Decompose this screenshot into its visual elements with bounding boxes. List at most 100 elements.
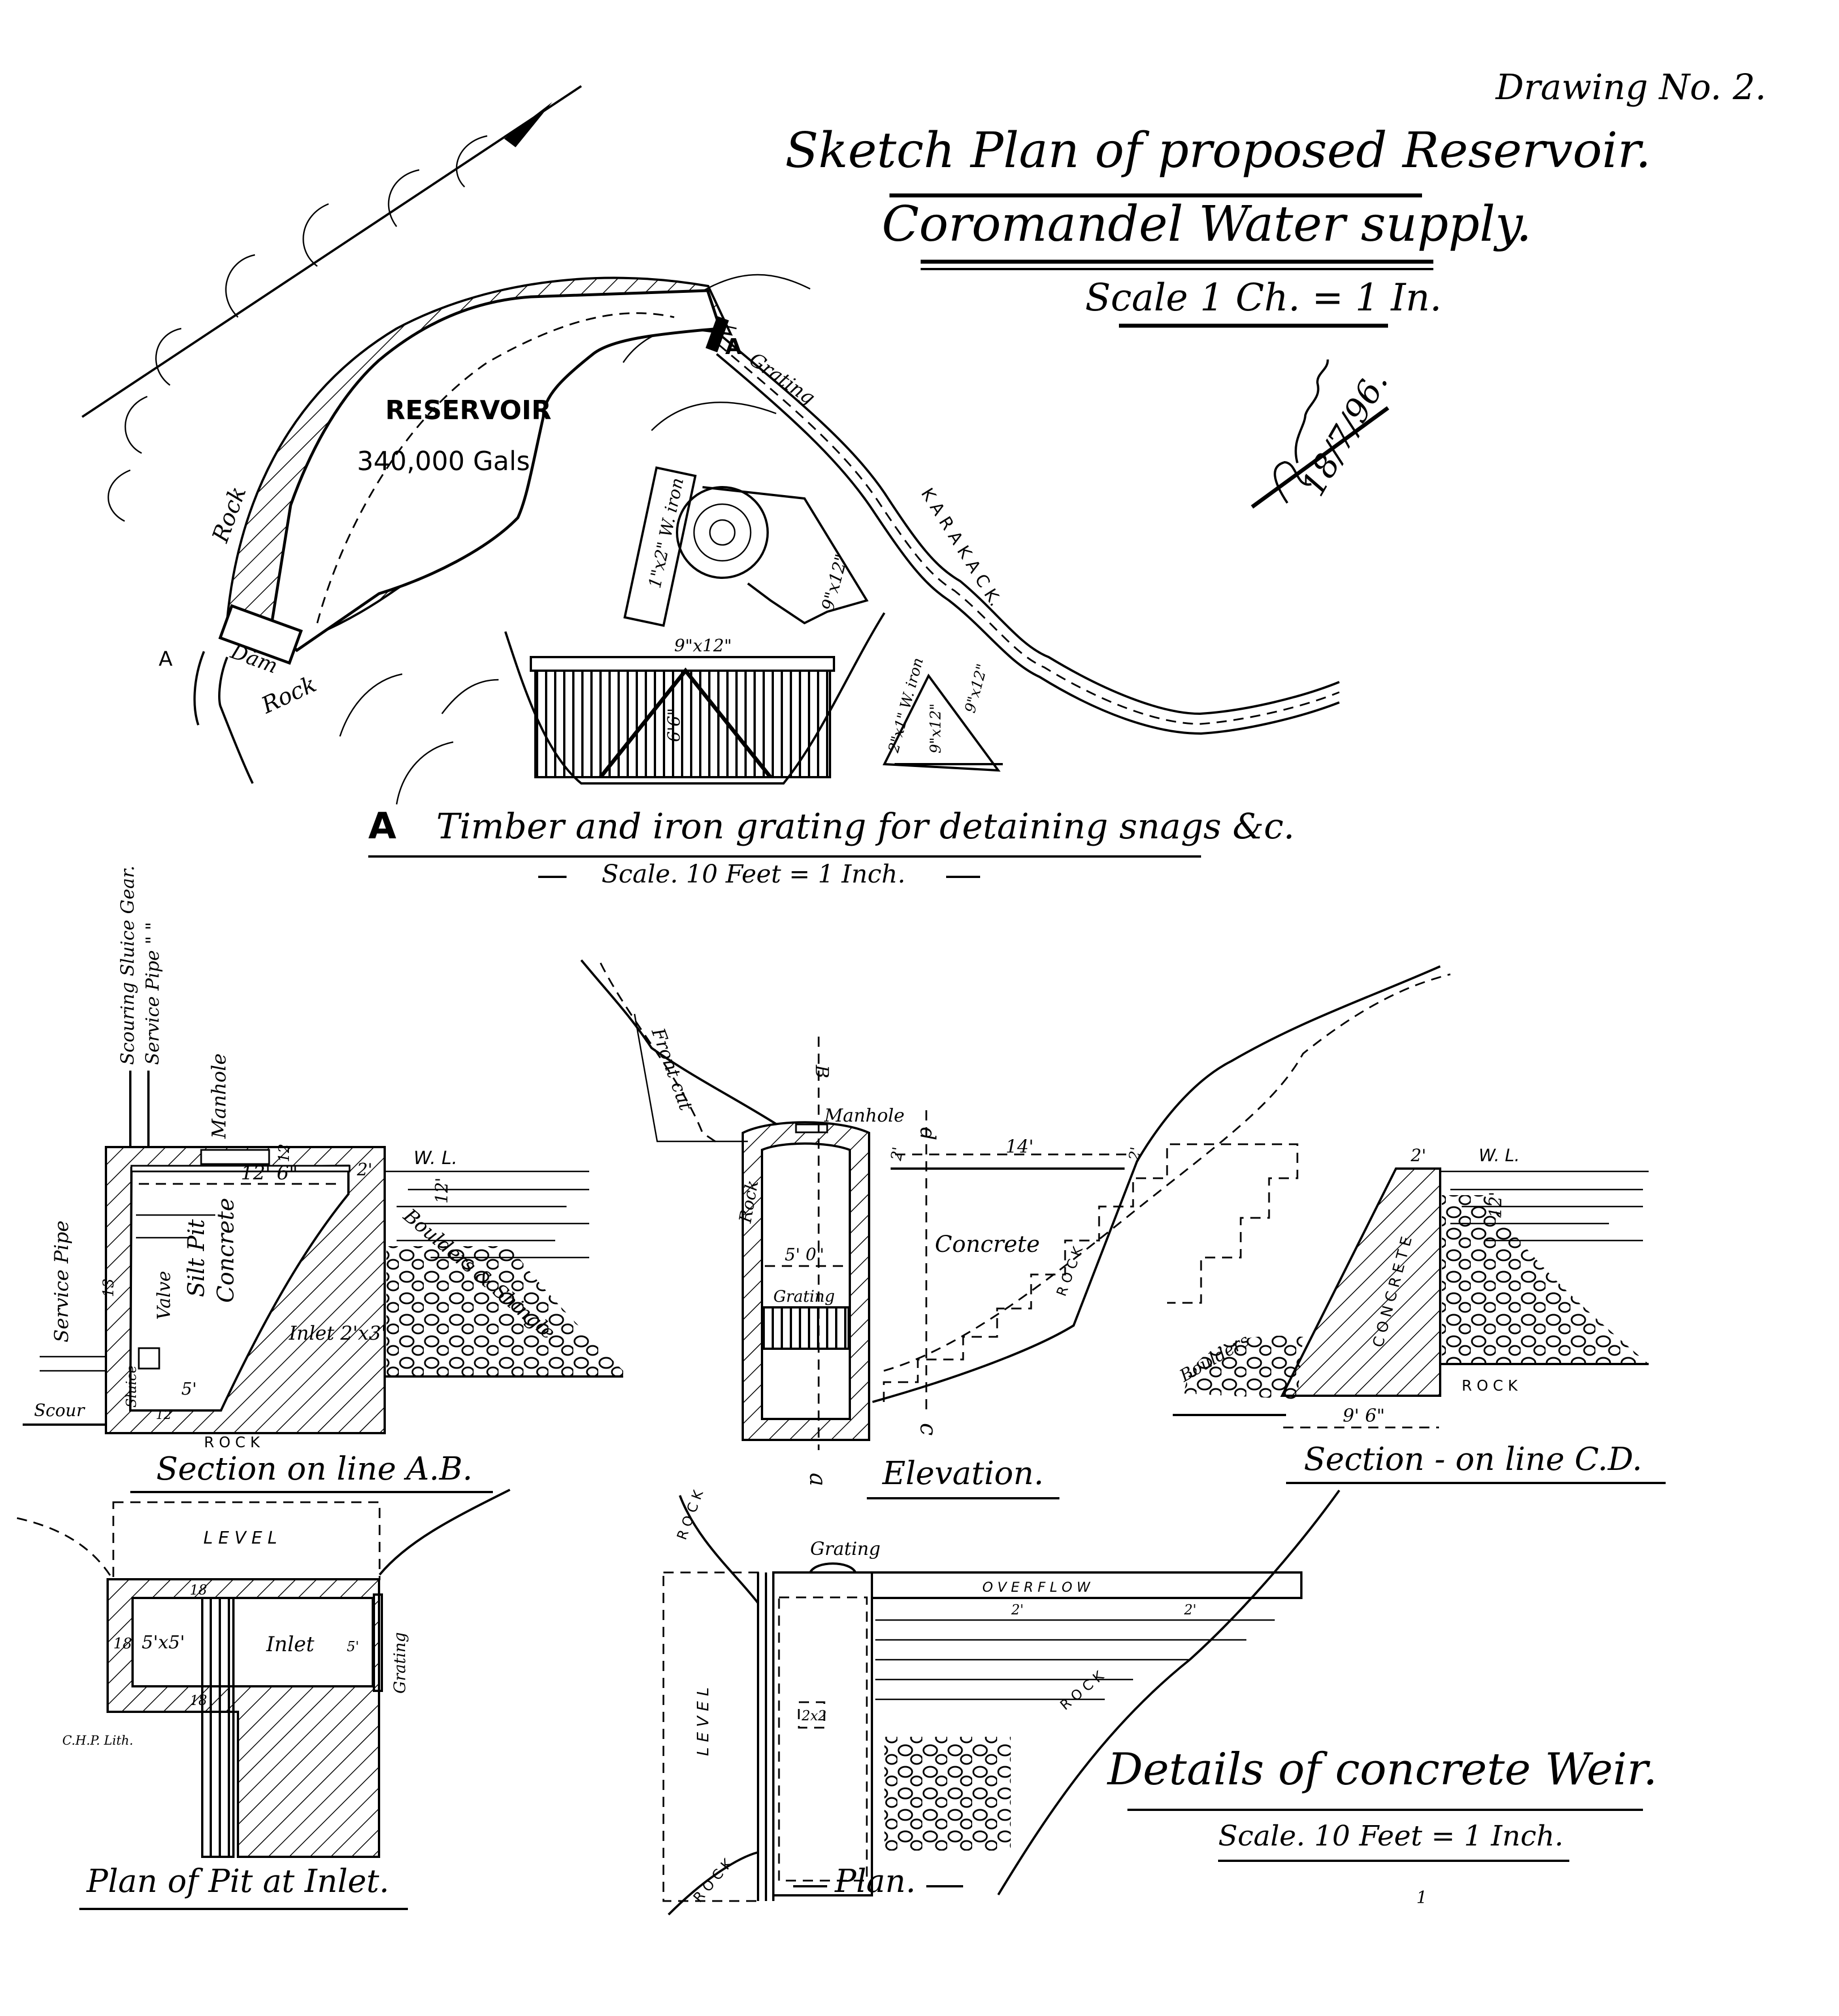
scour-label: Scour bbox=[34, 1401, 86, 1421]
iron-bar-plank bbox=[623, 466, 697, 627]
outlet-stream bbox=[193, 651, 254, 784]
lithographer-credit: C.H.P. Lith. bbox=[62, 1734, 133, 1748]
silt-pit-concrete-walls bbox=[105, 1146, 386, 1434]
reservoir-old-bank-dashed bbox=[316, 312, 675, 624]
dam bbox=[218, 604, 303, 665]
grating-marker: A bbox=[725, 334, 742, 359]
elevation-grating-label: Grating bbox=[773, 1287, 835, 1306]
crest-length-14: 14' bbox=[1006, 1136, 1034, 1157]
strut-size-a: 9"x12" bbox=[927, 704, 944, 753]
grating-detail: 9"x12" 6'6" 1"x2" W. iron 9"x12" 2"x1" W… bbox=[368, 466, 1295, 889]
weir-details-heading: Details of concrete Weir. bbox=[1106, 1744, 1658, 1795]
right-hillside bbox=[872, 965, 1441, 1403]
concrete-steps-dashed bbox=[883, 1143, 1299, 1402]
front-cut-outline bbox=[633, 1013, 748, 1143]
cd-water-level: W. L. bbox=[1479, 1146, 1520, 1166]
cd-water-lines bbox=[1440, 1170, 1649, 1242]
overflow-dim-2a: 2' bbox=[1011, 1602, 1024, 1618]
section-cd: 2' W. L. 12' C O N C R E T E Boulders R … bbox=[1173, 1146, 1666, 1484]
creek-label: K A R A K A C K. bbox=[917, 485, 1005, 610]
pit-grating bbox=[373, 1593, 383, 1692]
weir-plan-water-lines bbox=[875, 1619, 1275, 1700]
weir-level-label: L E V E L bbox=[693, 1687, 712, 1756]
overflow-label: O V E R F L O W bbox=[982, 1579, 1091, 1595]
boundary-line bbox=[81, 85, 582, 418]
pit-level-label: L E V E L bbox=[203, 1528, 277, 1548]
grating-detail-caption: Timber and iron grating for detaining sn… bbox=[436, 805, 1295, 847]
grating-location-marker bbox=[705, 316, 729, 352]
rock-outcrop-edge bbox=[378, 1489, 510, 1576]
creek-centreline bbox=[718, 343, 1340, 725]
manhole-cover bbox=[795, 1123, 828, 1133]
rock-label-lower: Rock bbox=[257, 671, 321, 719]
base-width-5: 5' bbox=[181, 1379, 197, 1399]
inlet-label: Inlet 2'x3' bbox=[288, 1322, 386, 1345]
rock-bottom-label: R O C K bbox=[690, 1855, 736, 1906]
page-number: 1 bbox=[1416, 1888, 1427, 1908]
section-mark-b: B bbox=[811, 1064, 833, 1079]
left-wall-18: 18 bbox=[113, 1635, 132, 1652]
weir-concrete-section bbox=[1280, 1167, 1441, 1397]
water-level-label: W. L. bbox=[414, 1147, 457, 1169]
wall-dim-13: 13 bbox=[100, 1278, 117, 1297]
timber-core bbox=[709, 519, 736, 546]
section-mark-d: d bbox=[916, 1127, 939, 1140]
section-ab: Scouring Sluice Gear. Service Pipe " " M… bbox=[23, 866, 629, 1493]
base-dim-12: 12 bbox=[156, 1408, 172, 1422]
cd-rock-label: R O C K bbox=[1462, 1378, 1518, 1395]
signature-date: 18/7/96. bbox=[1293, 364, 1395, 502]
roof-slab-soffit bbox=[130, 1165, 351, 1173]
plan-grating-arc bbox=[809, 1562, 857, 1574]
plan-scale: Scale 1 Ch. = 1 In. bbox=[1085, 276, 1441, 319]
cross-braces bbox=[599, 667, 772, 779]
weir-rock-slope bbox=[997, 1489, 1340, 1896]
pit-walls-plan bbox=[107, 1578, 380, 1858]
scouring-gear-label: Scouring Sluice Gear. bbox=[117, 866, 138, 1065]
elevation-rock-label: R O C K bbox=[1053, 1244, 1086, 1298]
inlet-shaft-walls bbox=[742, 1121, 870, 1441]
height-dimension: 6'6" bbox=[665, 708, 684, 742]
cd-water-depth: 12' bbox=[1486, 1192, 1506, 1218]
weir-plan-grating-label: Grating bbox=[810, 1538, 880, 1559]
karaka-creek-bank-north bbox=[719, 334, 1340, 715]
concrete-label: Concrete bbox=[935, 1231, 1040, 1258]
rock-label: R O C K bbox=[204, 1434, 260, 1451]
sluice-label: Sluice bbox=[124, 1365, 139, 1408]
strut-size-b: 9"x12" bbox=[962, 662, 991, 715]
pit-inlet-label: Inlet bbox=[266, 1633, 314, 1656]
crest-width: 2' bbox=[1410, 1146, 1426, 1166]
weir-plan-boulders bbox=[884, 1737, 1011, 1851]
timber-growth-ring bbox=[693, 503, 752, 562]
dim-2-left: 2' bbox=[888, 1146, 907, 1163]
elevation-manhole-label: Manhole bbox=[824, 1105, 905, 1126]
plan-of-pit: L E V E L 18 18 5'x5' Inlet 5' 18 Gratin… bbox=[16, 1489, 510, 1910]
rock-edges bbox=[667, 1495, 759, 1916]
grating-scale: Scale. 10 Feet = 1 Inch. bbox=[602, 860, 905, 889]
opening-2x2 bbox=[798, 1701, 825, 1729]
inlet-width-5: 5' bbox=[347, 1639, 359, 1655]
section-cd-caption: Section - on line C.D. bbox=[1304, 1441, 1642, 1478]
karaka-creek-bank-south bbox=[716, 353, 1340, 735]
weir-plan: R O C K Grating O V E R F L O W 2' 2' L … bbox=[662, 1488, 1340, 1916]
elevation: Front cut Rock B Manhole d 2' 14' 2' 5' … bbox=[580, 959, 1451, 1499]
front-cut-label: Front cut bbox=[647, 1025, 697, 1114]
timber-log-end bbox=[676, 486, 769, 579]
trench-profile bbox=[504, 612, 886, 785]
beam-dimension: 9"x12" bbox=[674, 636, 732, 656]
downstream-boulders bbox=[1184, 1336, 1303, 1399]
reservoir-capacity: 340,000 Gals bbox=[357, 446, 530, 476]
strut-iron-label: 2"x1" W. iron bbox=[886, 656, 927, 755]
weir-scale: Scale. 10 Feet = 1 Inch. bbox=[1218, 1819, 1564, 1852]
silt-pit-label: Silt Pit bbox=[184, 1219, 210, 1297]
strut-frame bbox=[882, 674, 1003, 772]
elevation-grating bbox=[761, 1306, 850, 1350]
pit-grating-label: Grating bbox=[390, 1632, 409, 1694]
drawing-number: Drawing No. 2. bbox=[1495, 66, 1766, 108]
overflow-crest bbox=[871, 1571, 1302, 1599]
reservoir-water-area bbox=[270, 289, 722, 653]
weir-wall-lines bbox=[757, 1572, 774, 1901]
drawing-title: Sketch Plan of proposed Reservoir. bbox=[785, 122, 1651, 179]
water-depth: 12' bbox=[432, 1178, 452, 1204]
shaft-width: 5' 0" bbox=[785, 1245, 824, 1265]
left-hillside-dashed bbox=[599, 962, 720, 1145]
